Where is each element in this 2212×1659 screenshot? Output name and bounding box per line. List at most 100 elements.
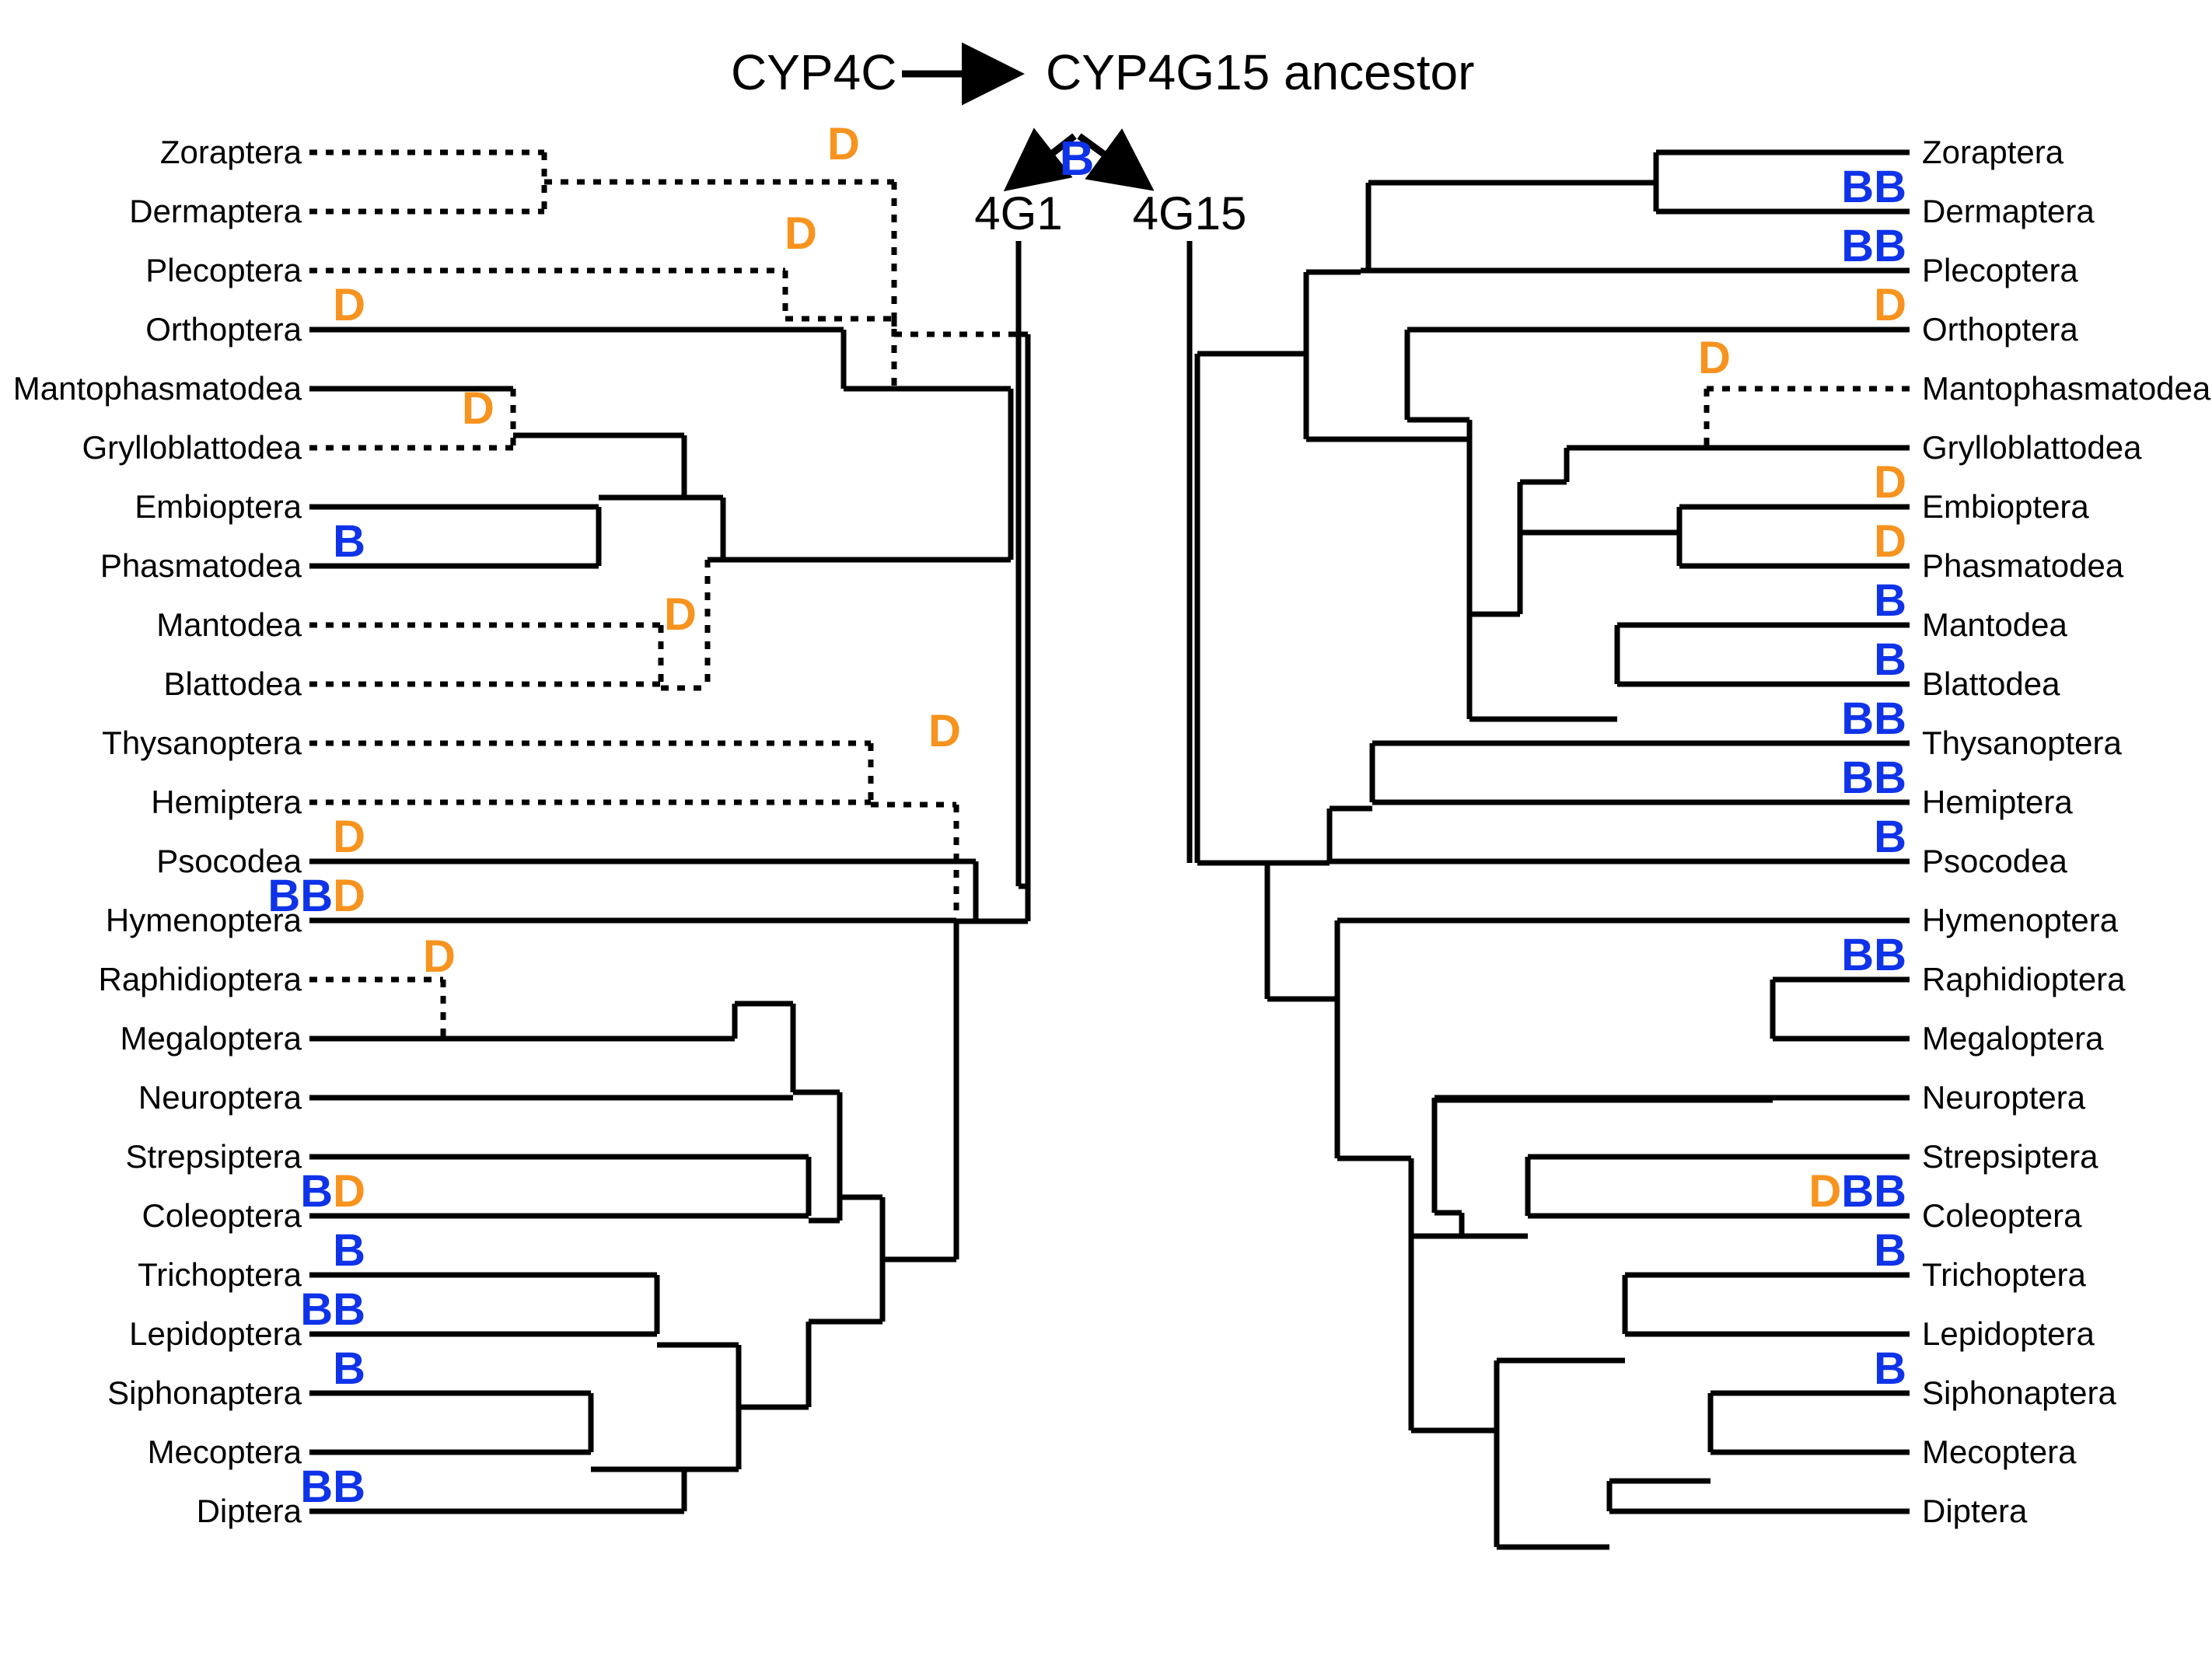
event-marker-d: D (1808, 1166, 1841, 1217)
taxon-label-left-mecoptera: Mecoptera (148, 1434, 302, 1470)
event-marker-group: B (1874, 1225, 1906, 1276)
event-marker-group: BB (300, 1284, 365, 1335)
event-marker-b: B (333, 1343, 365, 1394)
taxon-label-right-siphonaptera: Siphonaptera (1922, 1374, 2117, 1411)
event-marker-group: B (1874, 575, 1906, 626)
event-marker-b: B (1874, 575, 1906, 626)
event-marker-b: B (333, 1284, 365, 1335)
event-marker-group: B (1874, 634, 1906, 685)
taxon-label-left-embioptera: Embioptera (135, 488, 302, 525)
event-marker-b: B (333, 516, 365, 567)
event-marker-b: B (1874, 753, 1906, 803)
taxon-label-left-raphidioptera: Raphidioptera (98, 961, 302, 997)
ancestor-target-label: CYP4G15 ancestor (1046, 44, 1474, 100)
event-marker-d: D (333, 871, 365, 921)
taxon-label-right-diptera: Diptera (1922, 1493, 2028, 1529)
node-event-marker-d: D (827, 119, 860, 169)
taxon-label-right-mantophasmatodea: Mantophasmatodea (1922, 370, 2211, 407)
taxon-label-left-hemiptera: Hemiptera (151, 784, 302, 820)
taxon-label-left-grylloblattodea: Grylloblattodea (82, 429, 302, 466)
taxon-label-right-mecoptera: Mecoptera (1922, 1434, 2077, 1470)
event-marker-b: B (300, 871, 333, 921)
event-marker-b: B (1874, 162, 1906, 212)
taxon-label-left-neuroptera: Neuroptera (138, 1079, 302, 1116)
event-marker-d: D (1874, 457, 1906, 508)
event-marker-d: D (1874, 280, 1906, 330)
event-marker-b: B (1874, 1225, 1906, 1276)
taxon-label-right-orthoptera: Orthoptera (1922, 311, 2078, 348)
taxon-label-left-lepidoptera: Lepidoptera (129, 1315, 302, 1352)
taxon-label-right-plecoptera: Plecoptera (1922, 252, 2078, 288)
event-marker-group: BB (300, 1462, 365, 1512)
event-marker-b: B (1874, 1166, 1906, 1217)
node-event-marker-d: D (664, 589, 697, 640)
event-marker-group: D (1874, 516, 1906, 567)
taxon-label-right-psocodea: Psocodea (1922, 843, 2067, 879)
taxon-label-right-neuroptera: Neuroptera (1922, 1079, 2086, 1116)
event-marker-b: B (1874, 1343, 1906, 1394)
taxon-label-right-raphidioptera: Raphidioptera (1922, 961, 2126, 997)
taxon-label-right-megaloptera: Megaloptera (1922, 1020, 2104, 1057)
event-marker-b: B (333, 1225, 365, 1276)
event-marker-b: B (300, 1462, 333, 1512)
event-marker-group: BD (300, 1166, 365, 1217)
event-marker-group: BBD (267, 871, 365, 921)
ancestor-source-label: CYP4C (731, 44, 896, 100)
event-marker-group: B (333, 1343, 365, 1394)
event-marker-b: B (1874, 930, 1906, 980)
event-marker-group: B (1874, 812, 1906, 862)
gene-label-4g1: 4G1 (974, 187, 1062, 239)
taxon-label-left-mantodea: Mantodea (156, 606, 302, 643)
event-marker-group: BB (1841, 753, 1906, 803)
event-marker-b: B (300, 1284, 333, 1335)
gene-label-4g15: 4G15 (1133, 187, 1247, 239)
taxon-label-left-strepsiptera: Strepsiptera (126, 1138, 302, 1175)
event-marker-group: D (1874, 280, 1906, 330)
event-marker-d: D (333, 812, 365, 862)
taxon-label-left-siphonaptera: Siphonaptera (107, 1374, 302, 1411)
event-marker-b: B (1841, 930, 1874, 980)
event-marker-group: BB (1841, 162, 1906, 212)
taxon-label-right-grylloblattodea: Grylloblattodea (1922, 429, 2142, 466)
tree-branches (309, 149, 1910, 1550)
event-marker-b: B (1841, 753, 1874, 803)
taxon-label-right-lepidoptera: Lepidoptera (1922, 1315, 2095, 1352)
event-marker-b: B (1874, 221, 1906, 271)
event-marker-group: D (333, 812, 365, 862)
taxon-label-left-psocodea: Psocodea (156, 843, 302, 879)
node-event-marker-d: D (1698, 333, 1731, 383)
taxon-label-left-thysanoptera: Thysanoptera (102, 725, 302, 761)
event-marker-d: D (333, 1166, 365, 1217)
taxon-label-left-dermaptera: Dermaptera (129, 193, 302, 229)
event-marker-b: B (267, 871, 300, 921)
event-marker-group: BB (1841, 693, 1906, 744)
taxon-label-left-megaloptera: Megaloptera (121, 1020, 302, 1057)
taxon-label-left-blattodea: Blattodea (164, 665, 302, 702)
taxon-label-right-thysanoptera: Thysanoptera (1922, 725, 2122, 761)
event-marker-d: D (1874, 516, 1906, 567)
taxon-label-left-mantophasmatodea: Mantophasmatodea (13, 370, 302, 407)
event-marker-group: BB (1841, 930, 1906, 980)
event-marker-group: B (1874, 1343, 1906, 1394)
event-marker-b: B (1841, 162, 1874, 212)
taxon-label-right-trichoptera: Trichoptera (1922, 1256, 2087, 1293)
taxon-label-right-coleoptera: Coleoptera (1922, 1197, 2082, 1234)
event-marker-group: D (1874, 457, 1906, 508)
event-marker-d: D (333, 280, 365, 330)
taxon-label-left-diptera: Diptera (197, 1493, 302, 1529)
taxon-label-right-phasmatodea: Phasmatodea (1922, 547, 2124, 584)
taxon-label-left-coleoptera: Coleoptera (142, 1197, 302, 1234)
taxon-label-right-zoraptera: Zoraptera (1922, 134, 2064, 170)
taxon-label-left-plecoptera: Plecoptera (145, 252, 302, 288)
split-arrows (1003, 127, 1155, 192)
event-marker-group: BB (1841, 221, 1906, 271)
taxon-label-right-hemiptera: Hemiptera (1922, 784, 2073, 820)
taxon-label-left-zoraptera: Zoraptera (160, 134, 302, 170)
taxon-label-left-trichoptera: Trichoptera (138, 1256, 302, 1293)
split-event-label: B (1060, 132, 1095, 186)
taxon-label-right-strepsiptera: Strepsiptera (1922, 1138, 2098, 1175)
